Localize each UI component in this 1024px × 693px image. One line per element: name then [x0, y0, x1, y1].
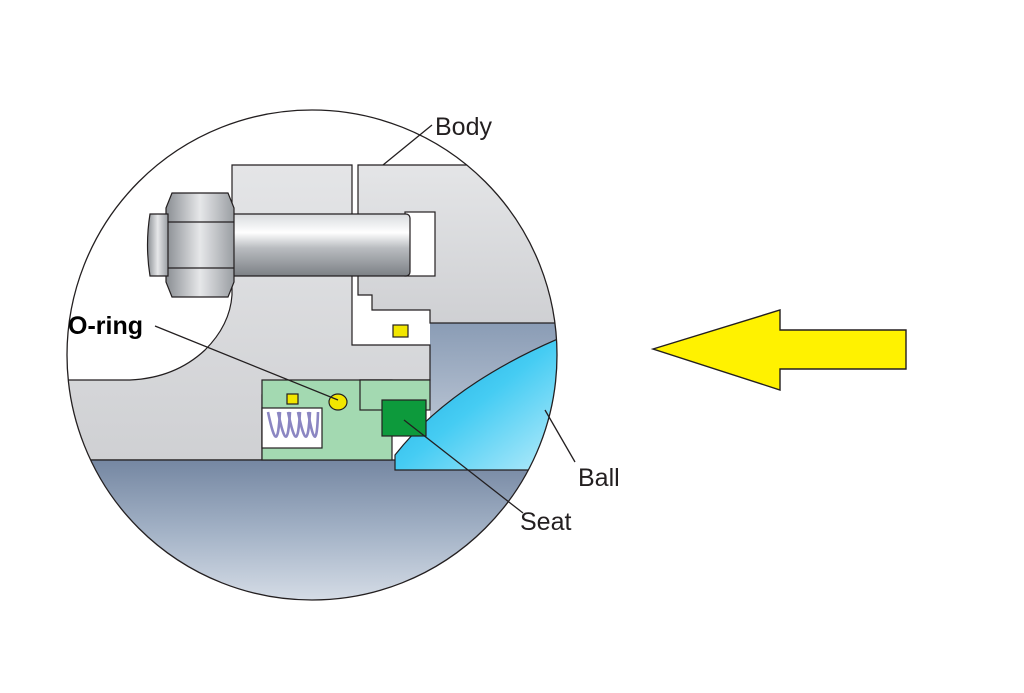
- nut-washer: [146, 213, 169, 277]
- seat-leader: [403, 419, 524, 514]
- detail-circle: [66, 109, 558, 601]
- label-body: Body: [435, 113, 492, 141]
- stud-bolt: [224, 213, 411, 277]
- spring: [266, 411, 320, 438]
- pipe-bore: [67, 460, 557, 600]
- hex-nut: [165, 192, 235, 298]
- label-ball: Ball: [578, 464, 620, 492]
- o-ring-seal: [328, 393, 348, 411]
- label-o-ring: O-ring: [68, 312, 143, 340]
- seat-insert: [381, 399, 427, 437]
- seat-pin: [286, 393, 299, 405]
- body-pin: [392, 324, 409, 338]
- o-ring-leader: [154, 325, 339, 401]
- body-leader: [382, 124, 433, 166]
- ball-leader: [544, 409, 576, 463]
- flow-direction-arrow: [650, 309, 907, 391]
- label-seat: Seat: [520, 508, 571, 536]
